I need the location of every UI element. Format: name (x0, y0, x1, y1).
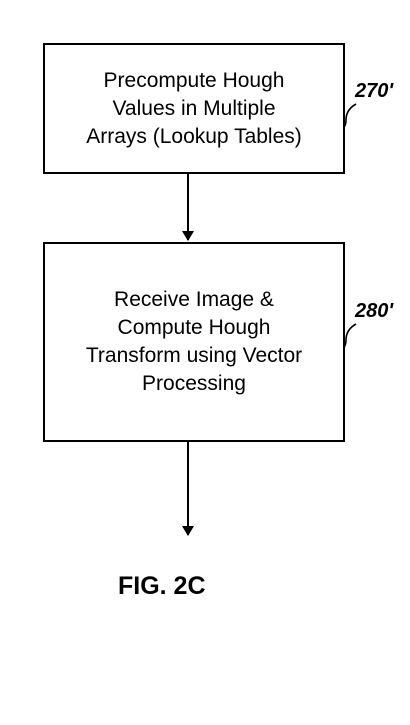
step-box-precompute: Precompute Hough Values in Multiple Arra… (43, 43, 345, 174)
leader-line-270 (343, 103, 357, 128)
step-text-line: Values in Multiple (112, 96, 276, 120)
step-text-line: Precompute Hough (103, 68, 285, 92)
reference-numeral-270: 270' (355, 80, 394, 102)
leader-line-280 (343, 323, 357, 348)
step-text-line: Receive Image & (114, 288, 274, 311)
step-box-compute-hough: Receive Image & Compute Hough Transform … (43, 242, 345, 442)
step-text-line: Compute Hough (117, 316, 271, 339)
step-text-line: Transform using Vector (85, 344, 303, 367)
figure-label: FIG. 2C (118, 572, 206, 600)
step-text-line: Arrays (Lookup Tables) (86, 124, 302, 148)
reference-numeral-280: 280' (355, 300, 394, 322)
step-text-line: Processing (142, 372, 246, 395)
